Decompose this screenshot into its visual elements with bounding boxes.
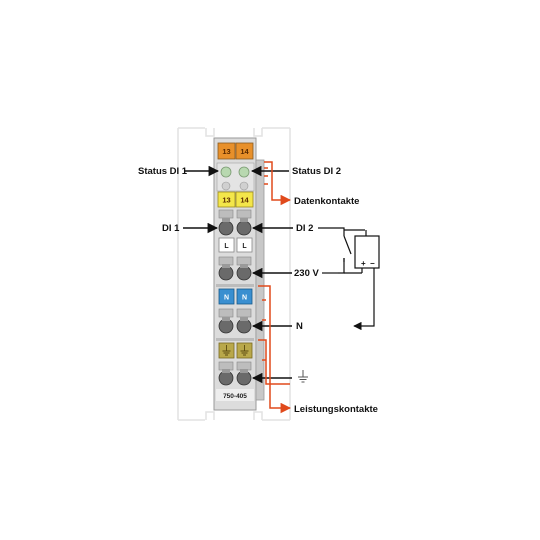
power-supply: + − — [344, 229, 380, 331]
label-di1: DI 1 — [162, 223, 180, 234]
label-230v: 230 V — [294, 268, 319, 279]
supply-minus-sign: − — [370, 259, 375, 268]
clamp-row-l — [218, 256, 252, 281]
ground-icon — [298, 370, 308, 383]
marker-14-yellow: 14 — [240, 196, 249, 205]
marker-l-right: L — [242, 243, 247, 250]
terminal-module: 13 14 13 14 L L — [213, 137, 265, 411]
rail-outline — [177, 127, 291, 421]
marker-13-yellow: 13 — [222, 196, 230, 205]
label-datenkontakte: Datenkontakte — [294, 196, 359, 207]
marker-n-right: N — [242, 295, 247, 302]
marker-l-left: L — [224, 243, 229, 250]
marker-13-top: 13 — [222, 147, 230, 156]
clamp-row-n — [218, 308, 252, 334]
supply-plus-sign: + — [361, 259, 366, 268]
label-leistungskontakte: Leistungskontakte — [294, 404, 378, 415]
clamp-row-ground — [218, 361, 252, 386]
switch-symbol — [336, 227, 352, 274]
part-number: 750-405 — [223, 393, 247, 400]
label-status-di2: Status DI 2 — [292, 166, 341, 177]
datenkontakte-connector — [264, 161, 292, 206]
clamp-row-di — [218, 209, 252, 236]
marker-14-top: 14 — [240, 147, 249, 156]
label-di2: DI 2 — [296, 223, 313, 234]
status-led-2 — [238, 166, 250, 178]
status-led-1 — [220, 166, 232, 178]
label-n: N — [296, 321, 303, 332]
leistungskontakte-connector — [258, 285, 292, 414]
marker-n-left: N — [224, 295, 229, 302]
module-right-strip — [255, 159, 265, 401]
label-status-di1: Status DI 1 — [138, 166, 188, 177]
